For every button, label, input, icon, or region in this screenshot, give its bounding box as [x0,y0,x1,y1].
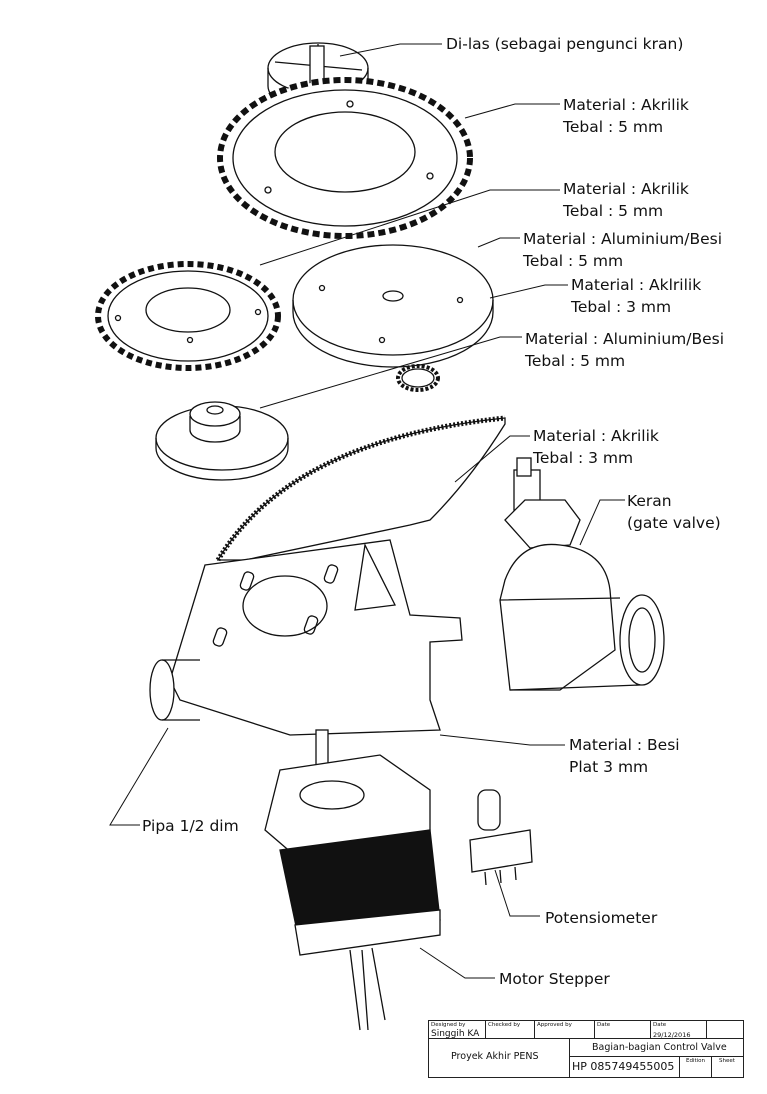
label-thickness: Tebal : 5 mm [523,252,624,270]
title-block: Designed by Singgih KA Checked by Approv… [428,1020,744,1078]
checked-by-cell: Checked by [486,1021,535,1039]
big-gear-part [217,77,473,239]
blank-cell [707,1021,743,1039]
label-thickness: Tebal : 5 mm [563,118,664,136]
label-material: Material : Aluminium/Besi [523,230,723,248]
label-pipa: Pipa 1/2 dim [142,817,239,835]
phone-cell: HP 085749455005 [570,1057,680,1077]
rack-plate-part [215,415,506,562]
disc-part [292,244,494,368]
pinion-part [396,364,440,392]
gate-valve-part [499,457,665,691]
label-potensiometer: Potensiometer [545,909,658,927]
label-material: Material : Aklrilik [571,276,702,294]
label-keran: Keran (gate valve) [627,492,721,532]
edition-cell: Edition [680,1057,712,1077]
small-gear-part [95,261,281,371]
label-thickness: Tebal : 5 mm [563,202,664,220]
label-dilas: Di-las (sebagai pengunci kran) [446,35,684,53]
label-disc: Material : Aluminium/Besi Tebal : 5 mm [523,228,722,272]
stepper-motor-part [264,729,441,1031]
project-cell: Proyek Akhir PENS [429,1039,570,1077]
date-cell: Date [595,1021,651,1039]
label-material: Material : Akrilik [533,427,659,445]
label-motor: Motor Stepper [499,970,610,988]
label-thickness: Plat 3 mm [569,758,649,776]
designed-by-cell: Designed by Singgih KA [429,1021,486,1039]
label-big-gear: Material : Akrilik Tebal : 5 mm [563,94,689,138]
label-thickness: Tebal : 3 mm [571,298,672,316]
approved-by-cell: Approved by [535,1021,595,1039]
label-disc-acrylic: Material : Aklrilik Tebal : 3 mm [571,274,701,318]
date2-cell: Date 29/12/2016 [651,1021,707,1039]
label-rack: Material : Akrilik Tebal : 3 mm [533,425,659,469]
hub-part [155,401,289,481]
leader-lines [109,43,625,979]
label-small-gear: Material : Akrilik Tebal : 5 mm [563,178,689,222]
label-bracket: Material : Besi Plat 3 mm [569,734,680,778]
drawing-title-cell: Bagian-bagian Control Valve [570,1039,743,1057]
sheet-cell: Sheet [719,1058,735,1064]
label-hub: Material : Aluminium/Besi Tebal : 5 mm [525,328,724,372]
label-material: Material : Besi [569,736,680,754]
bracket-part [169,539,463,736]
label-thickness: Tebal : 5 mm [525,352,626,370]
label-material: Material : Akrilik [563,180,689,198]
label-material: Material : Akrilik [563,96,689,114]
label-material: Material : Aluminium/Besi [525,330,725,348]
pipe-part [149,659,200,721]
potentiometer-part [469,789,533,886]
label-thickness: Tebal : 3 mm [533,449,634,467]
